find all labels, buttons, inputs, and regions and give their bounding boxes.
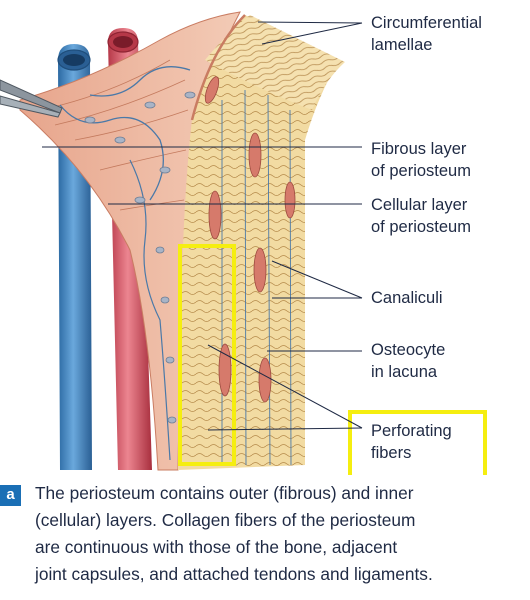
highlight-box-perforating-region	[178, 244, 236, 466]
leader-lines	[42, 21, 363, 431]
label-cellular-layer: Cellular layer of periosteum	[371, 194, 471, 238]
label-line: of periosteum	[371, 162, 471, 180]
highlight-box-perforating-label	[348, 410, 487, 475]
label-line: Cellular layer	[371, 196, 468, 214]
caption-line: (cellular) layers. Collagen fibers of th…	[35, 510, 416, 530]
label-line: of periosteum	[371, 218, 471, 236]
label-line: fibers	[371, 444, 412, 462]
caption-line: are continuous with those of the bone, a…	[35, 537, 398, 557]
label-line: Osteocyte	[371, 341, 446, 359]
label-line: in lacuna	[371, 363, 438, 381]
periosteum-illustration	[0, 11, 487, 475]
label-line: Canaliculi	[371, 289, 443, 307]
label-line: Circumferential	[371, 14, 482, 32]
label-circumferential-lamellae: Circumferential lamellae	[371, 12, 482, 56]
label-canaliculi: Canaliculi	[371, 287, 443, 309]
periosteum-layer	[19, 11, 241, 471]
label-osteocyte: Osteocyte in lacuna	[371, 339, 445, 383]
label-line: Perforating	[371, 422, 452, 440]
label-line: Fibrous layer	[371, 140, 467, 158]
figure-part-badge: a	[0, 485, 21, 506]
caption-line: joint capsules, and attached tendons and…	[35, 564, 433, 584]
caption-line: The periosteum contains outer (fibrous) …	[35, 483, 414, 503]
figure-caption: The periosteum contains outer (fibrous) …	[35, 480, 527, 588]
label-fibrous-layer: Fibrous layer of periosteum	[371, 138, 471, 182]
label-perforating-fibers: Perforating fibers	[371, 420, 452, 464]
forceps-instrument	[0, 79, 63, 118]
label-line: lamellae	[371, 36, 433, 54]
compact-bone	[178, 14, 345, 470]
